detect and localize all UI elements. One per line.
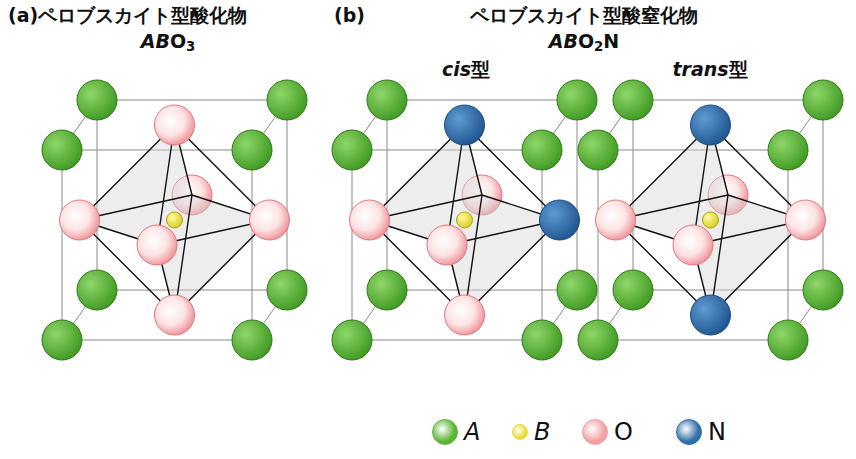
panel-label: trans型 — [672, 58, 747, 81]
a-site-sphere — [522, 320, 562, 360]
o-anion-sphere — [250, 200, 290, 240]
cube-edge — [598, 150, 599, 340]
o-anion-sphere — [60, 200, 100, 240]
panel-label: ペロブスカイト型酸窒化物 — [470, 4, 698, 27]
cube-edge — [62, 150, 63, 340]
legend-text: A — [464, 419, 480, 445]
n-anion-sphere — [445, 105, 485, 145]
o-anion-sphere — [155, 105, 195, 145]
legend-swatch — [432, 419, 458, 445]
cube-edge — [788, 150, 789, 340]
cube-edge — [598, 340, 788, 341]
a-site-sphere — [232, 320, 272, 360]
n-anion-sphere — [691, 105, 731, 145]
o-anion-sphere — [155, 295, 195, 335]
n-anion-sphere — [540, 200, 580, 240]
a-site-sphere — [803, 270, 843, 310]
a-site-sphere — [578, 130, 618, 170]
o-anion-sphere — [350, 200, 390, 240]
cube-edge — [823, 100, 824, 290]
o-anion-sphere — [786, 200, 826, 240]
b-site-sphere — [167, 212, 183, 228]
chemical-formula: ABO2N — [549, 30, 620, 55]
legend-text: B — [534, 419, 550, 445]
legend-swatch — [512, 424, 528, 440]
cube-edge — [352, 340, 542, 341]
a-site-sphere — [803, 80, 843, 120]
a-site-sphere — [557, 80, 597, 120]
cube-edge — [633, 100, 634, 290]
o-anion-sphere — [137, 225, 177, 265]
a-site-sphere — [578, 320, 618, 360]
legend-item: N — [676, 419, 726, 445]
o-anion-sphere — [673, 225, 713, 265]
o-anion-sphere — [596, 200, 636, 240]
a-site-sphere — [768, 130, 808, 170]
legend-text: N — [708, 419, 726, 445]
a-site-sphere — [332, 320, 372, 360]
a-site-sphere — [77, 270, 117, 310]
cube-edge — [252, 150, 253, 340]
a-site-sphere — [613, 80, 653, 120]
cube-edge — [352, 150, 353, 340]
cube-edge — [542, 150, 543, 340]
legend-item: B — [512, 419, 550, 445]
a-site-sphere — [42, 320, 82, 360]
cube-edge — [62, 340, 252, 341]
a-site-sphere — [267, 270, 307, 310]
legend-swatch — [582, 419, 608, 445]
n-anion-sphere — [691, 295, 731, 335]
legend-item: A — [432, 419, 480, 445]
chemical-formula: ABO3 — [141, 30, 196, 55]
a-site-sphere — [42, 130, 82, 170]
o-anion-sphere — [445, 295, 485, 335]
legend-text: O — [614, 419, 633, 445]
o-anion-sphere — [427, 225, 467, 265]
a-site-sphere — [768, 320, 808, 360]
a-site-sphere — [332, 130, 372, 170]
a-site-sphere — [232, 130, 272, 170]
panel-label: (a)ペロブスカイト型酸化物 — [8, 4, 247, 27]
a-site-sphere — [613, 270, 653, 310]
legend-swatch — [676, 419, 702, 445]
b-site-sphere — [457, 212, 473, 228]
panel-label: cis型 — [442, 58, 490, 81]
cube-edge — [97, 100, 287, 101]
cube-edge — [633, 100, 823, 101]
panel-label: (b) — [334, 4, 365, 27]
a-site-sphere — [522, 130, 562, 170]
cube-edge — [577, 100, 578, 290]
cube-edge — [387, 100, 388, 290]
a-site-sphere — [77, 80, 117, 120]
b-site-sphere — [703, 212, 719, 228]
a-site-sphere — [367, 80, 407, 120]
a-site-sphere — [267, 80, 307, 120]
cube-edge — [97, 100, 98, 290]
cube-edge — [387, 100, 577, 101]
a-site-sphere — [557, 270, 597, 310]
legend-item: O — [582, 419, 633, 445]
a-site-sphere — [367, 270, 407, 310]
cube-edge — [287, 100, 288, 290]
